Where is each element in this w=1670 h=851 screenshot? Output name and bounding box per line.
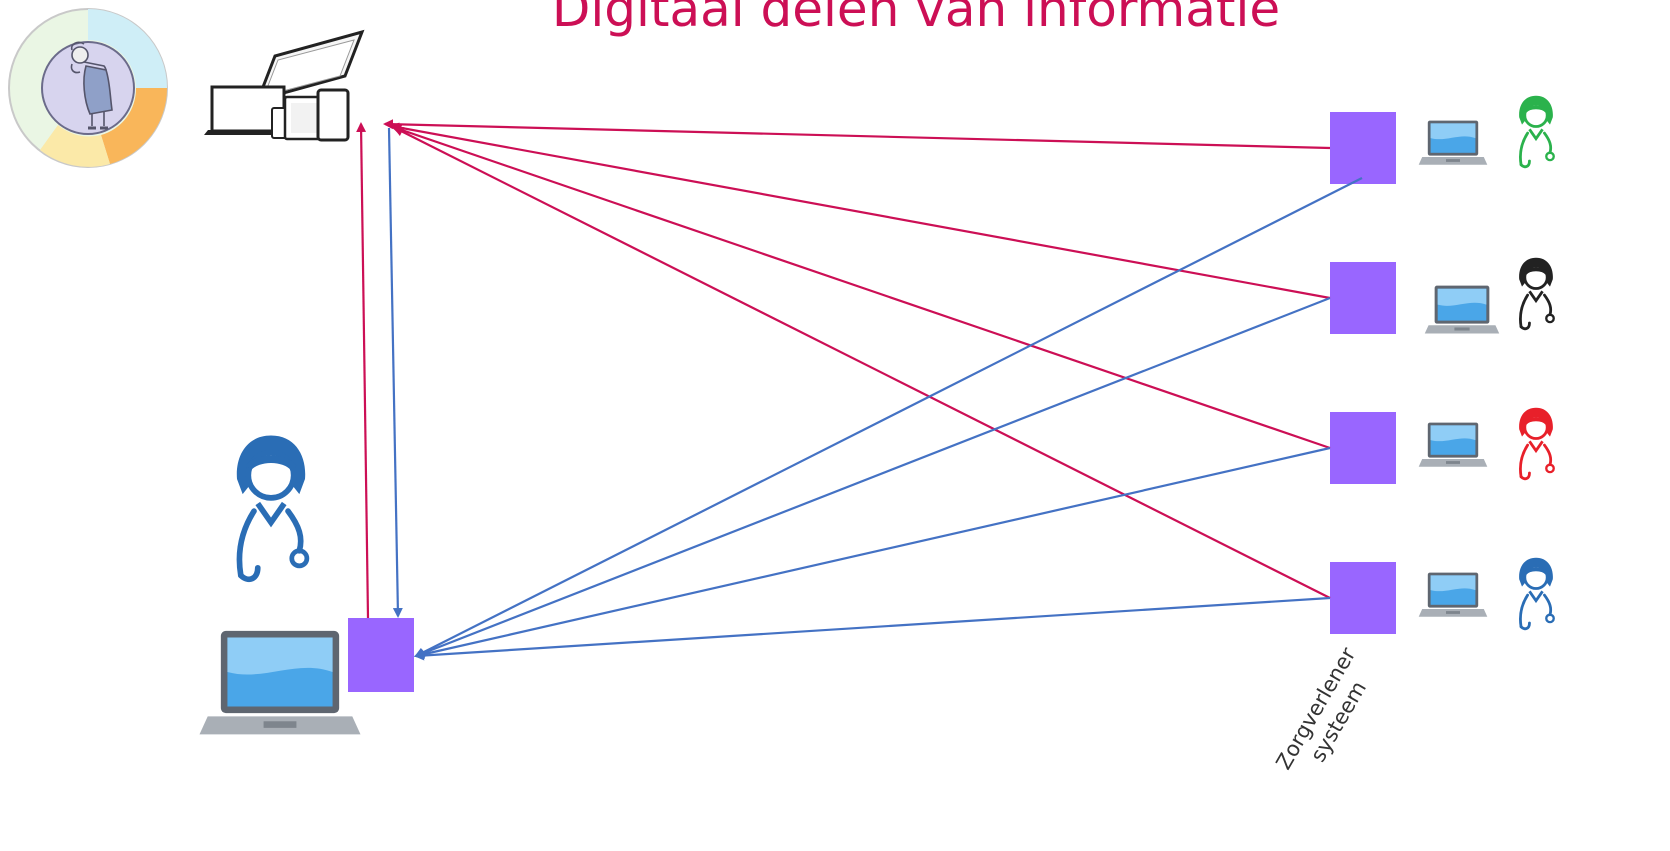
arrow-provider2-to-coordinator [414, 296, 1331, 658]
arrow-provider1-to-patient [383, 119, 1331, 150]
arrow-patient-to-coordinator [387, 127, 403, 618]
provider-green-icon [1517, 93, 1556, 169]
provider-blue-icon [1517, 555, 1556, 631]
coordinator-provider-icon [237, 436, 307, 580]
arrow-provider3-to-coordinator [414, 446, 1331, 660]
arrow-provider3-to-patient [391, 124, 1331, 450]
provider-red-icon [1517, 405, 1556, 481]
arrow-provider2-to-patient [389, 122, 1331, 300]
slide-title: Digitaal delen van informatie [552, 0, 1280, 38]
arrow-provider1-to-coordinator [414, 177, 1363, 657]
provider-system-box-2[interactable] [1330, 262, 1396, 334]
devices-icon [204, 29, 365, 142]
coordinator-system-box[interactable] [348, 618, 414, 692]
arrow-provider4-to-coordinator [414, 596, 1331, 661]
laptop-icon [1418, 120, 1488, 165]
provider-system-box-4[interactable] [1330, 562, 1396, 634]
provider-black-icon [1517, 255, 1556, 331]
provider-system-box-1[interactable] [1330, 112, 1396, 184]
arrow-coordinator-to-patient [356, 122, 370, 619]
laptop-icon [1418, 572, 1488, 617]
patient-portrait-icon [8, 8, 168, 168]
coordinator-laptop-icon [199, 630, 361, 735]
arrow-provider4-to-patient [393, 127, 1331, 599]
provider-system-box-3[interactable] [1330, 412, 1396, 484]
laptop-icon [1424, 285, 1500, 334]
laptop-icon [1418, 422, 1488, 467]
